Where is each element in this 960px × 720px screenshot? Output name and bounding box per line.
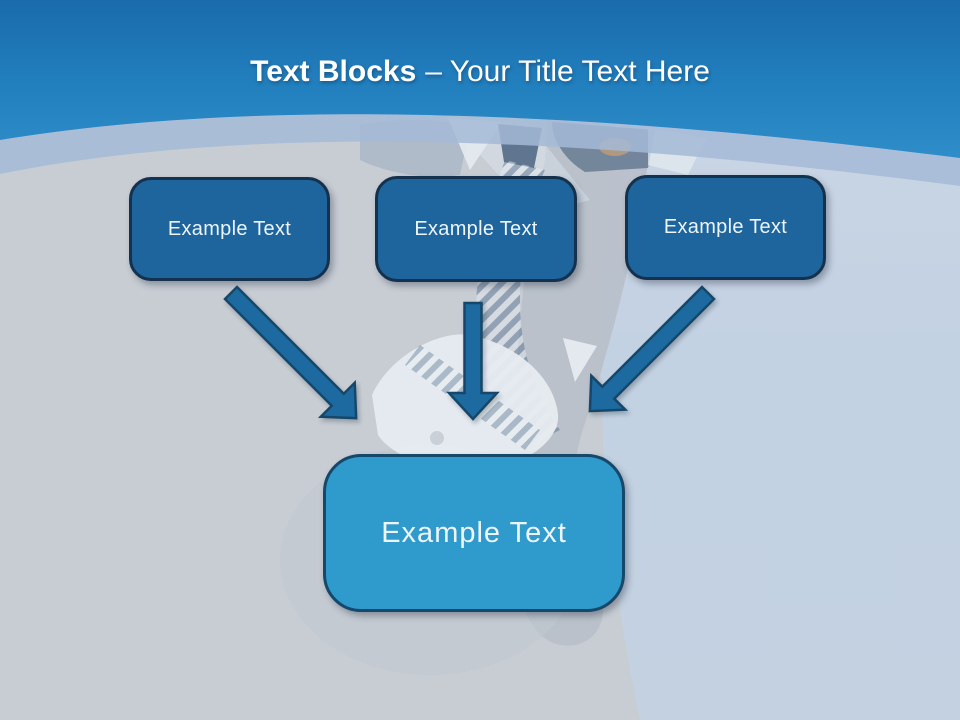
- text-block-2: Example Text: [375, 176, 577, 282]
- text-block-1: Example Text: [129, 177, 330, 281]
- photo-shirt-fold: [563, 338, 597, 382]
- title-bold-text: Text Blocks: [250, 55, 417, 88]
- result-block: Example Text: [323, 454, 625, 612]
- text-block-3-label: Example Text: [663, 216, 788, 238]
- text-block-1-label: Example Text: [167, 217, 292, 240]
- text-block-3: Example Text: [625, 175, 826, 280]
- photo-button: [430, 431, 444, 445]
- text-block-2-label: Example Text: [414, 217, 538, 240]
- header-curve: [0, 0, 960, 158]
- result-block-label: Example Text: [381, 516, 567, 549]
- title-light-text: – Your Title Text Here: [425, 55, 710, 88]
- slide-title: Text Blocks– Your Title Text Here: [0, 54, 960, 90]
